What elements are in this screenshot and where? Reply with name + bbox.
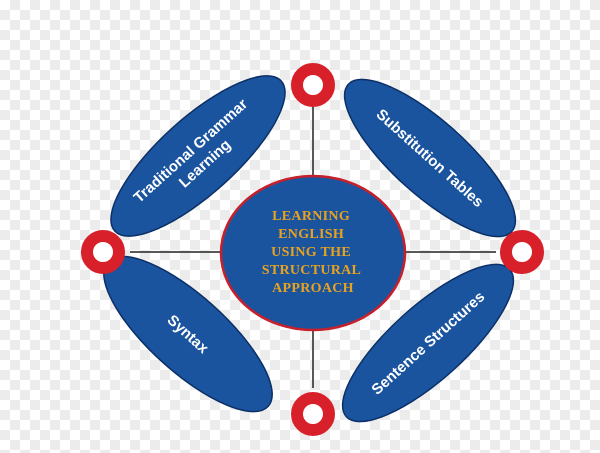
center-line-1: LEARNING [272,209,350,224]
ring-node-bottom-icon [291,392,335,436]
center-hub: LEARNING ENGLISH USING THE STRUCTURAL AP… [219,174,407,332]
petal-top-right: Substitution Tables [343,78,517,238]
center-line-3: USING THE [271,245,351,260]
petal-top-left-shape [110,75,286,237]
connectors [130,102,496,388]
petal-bottom-left: Syntax [103,255,273,413]
ring-node-right-icon [500,230,544,274]
center-line-5: APPROACH [272,281,354,296]
center-line-2: ENGLISH [278,227,344,242]
petal-top-right-shape [343,78,517,238]
ring-node-top-icon [291,63,335,107]
center-line-4: STRUCTURAL [262,263,361,278]
center-title: LEARNING ENGLISH USING THE STRUCTURAL AP… [262,209,365,296]
center-circle [219,174,407,332]
ring-node-left-icon [81,230,125,274]
